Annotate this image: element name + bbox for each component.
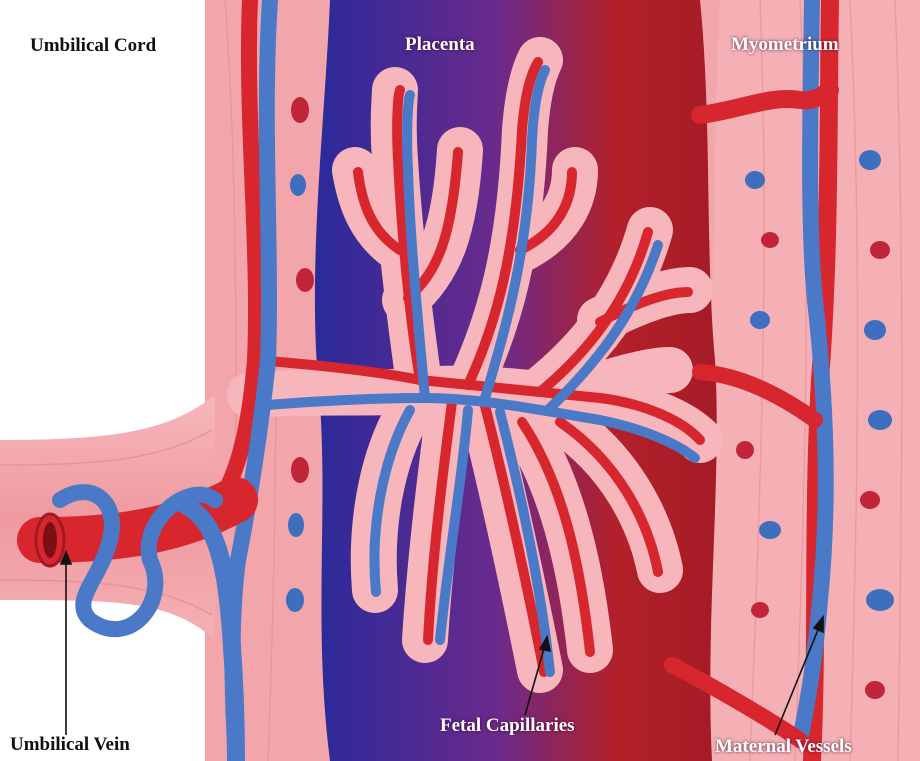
label-placenta: Placenta [405, 35, 475, 54]
label-maternal-vessels: Maternal Vessels [715, 737, 852, 756]
umbilical-vein-opening [43, 522, 57, 558]
label-fetal-capillaries: Fetal Capillaries [440, 716, 575, 735]
label-umbilical-vein: Umbilical Vein [10, 735, 130, 754]
label-umbilical-cord: Umbilical Cord [30, 36, 156, 55]
label-myometrium: Myometrium [731, 35, 839, 54]
